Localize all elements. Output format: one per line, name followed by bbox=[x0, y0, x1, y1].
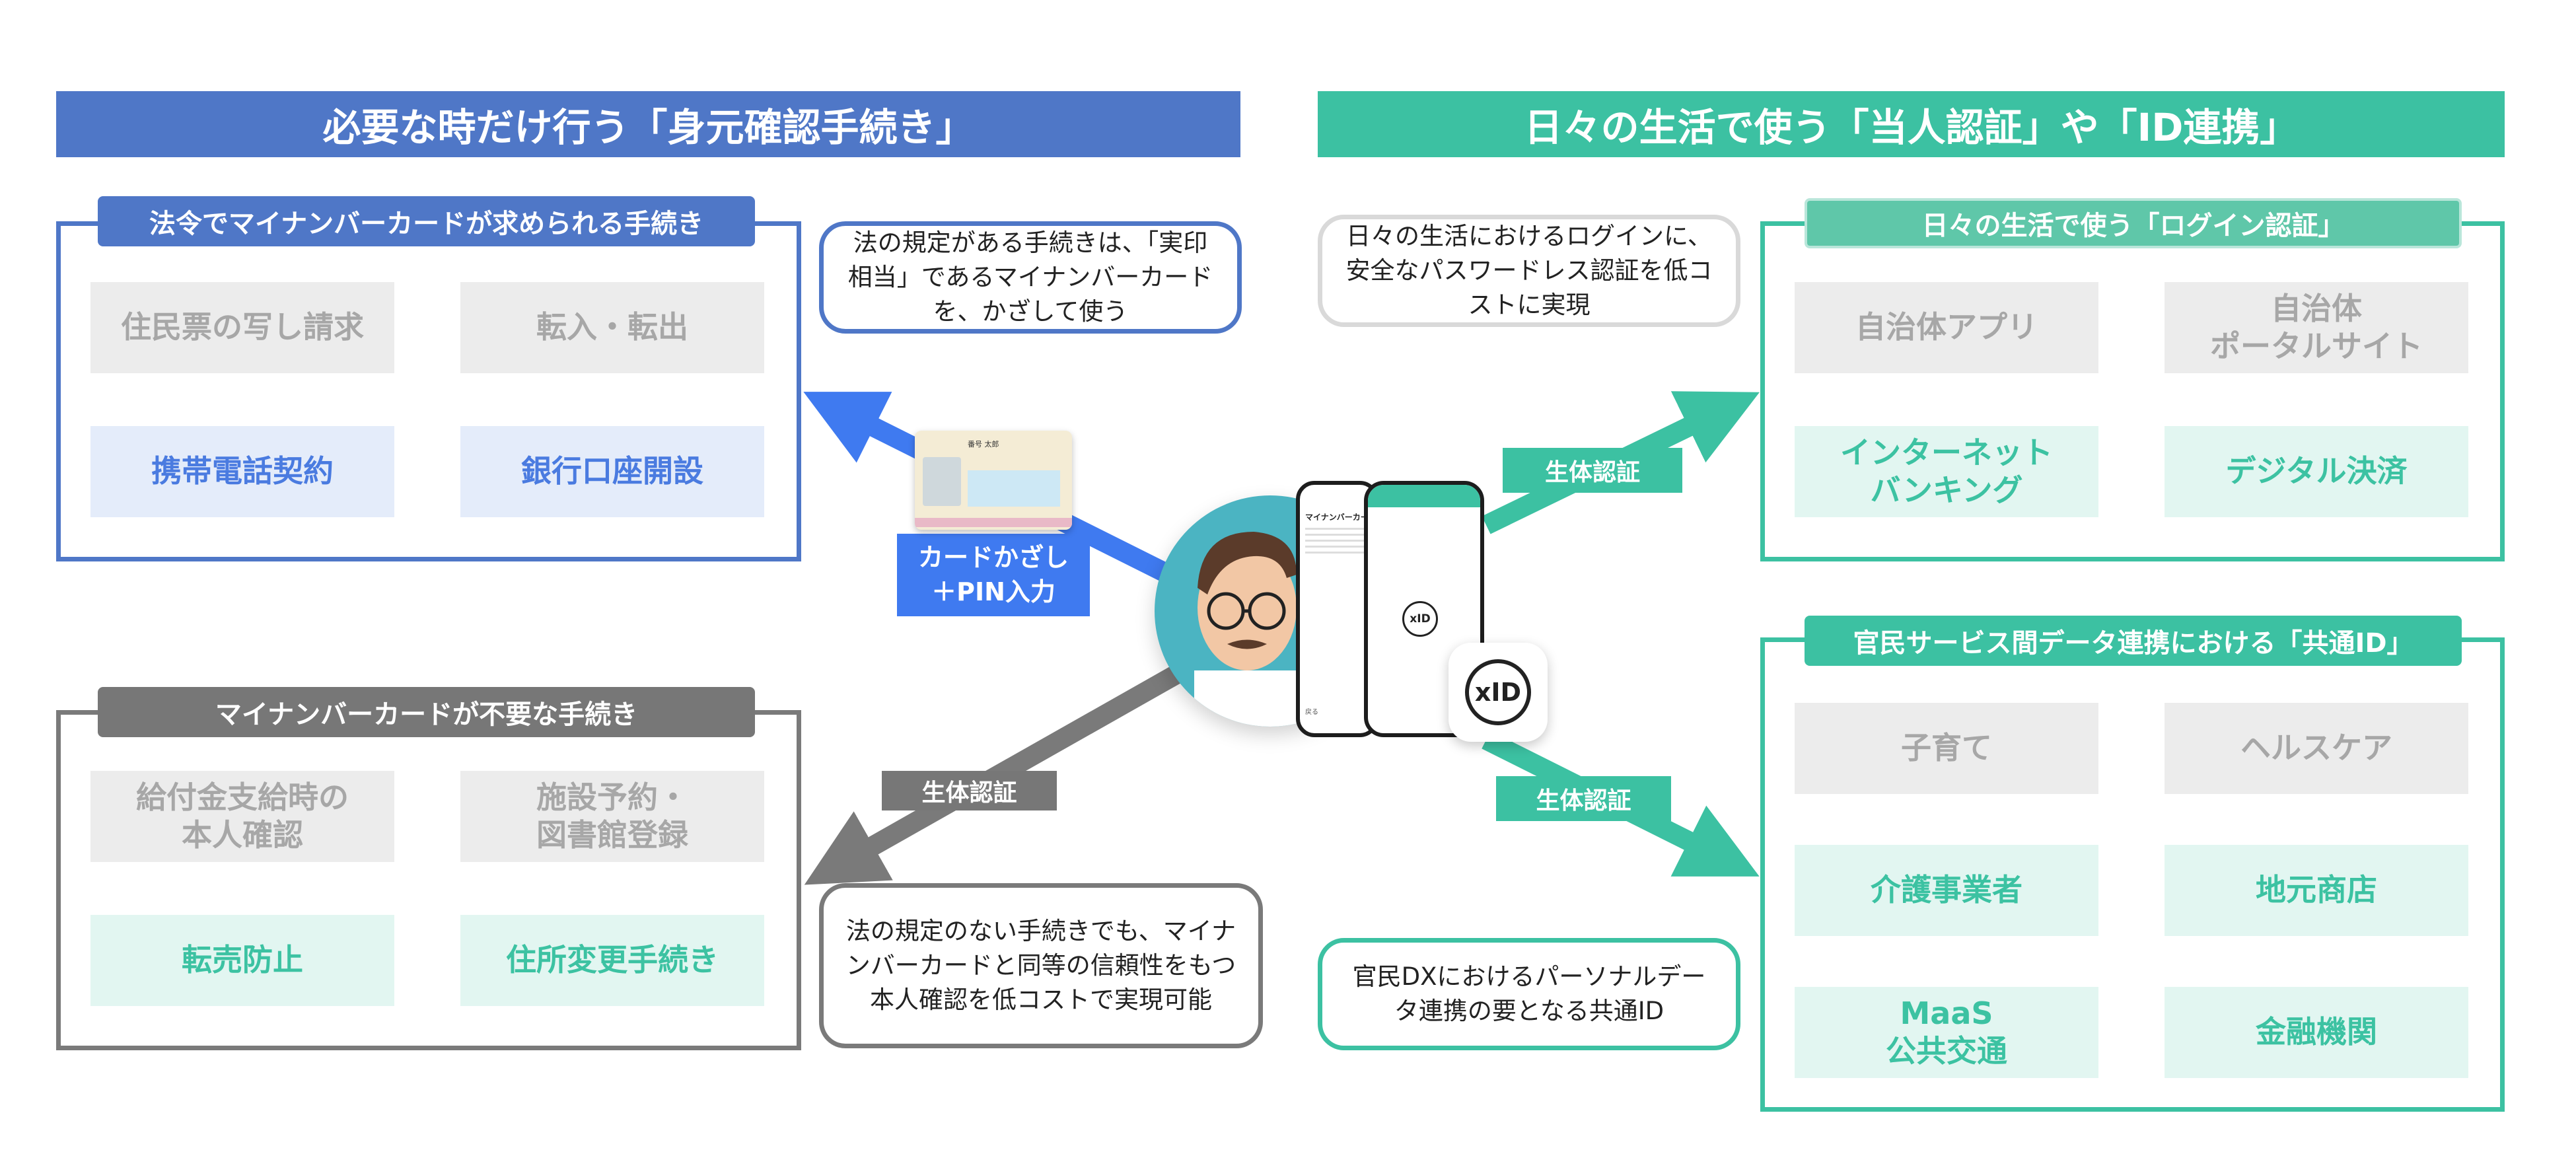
phone-back-title: マイナンバーカード bbox=[1305, 513, 1377, 522]
note-legal-card: 法の規定がある手続きは、「実印相当」であるマイナンバーカードを、かざして使う bbox=[819, 221, 1242, 334]
tile-resident-record: 住民票の写し請求 bbox=[90, 282, 394, 373]
tile-mobile-contract: 携帯電話契約 bbox=[90, 426, 394, 517]
tile-municipal-portal: 自治体 ポータルサイト bbox=[2165, 282, 2468, 373]
tile-bank-account: 銀行口座開設 bbox=[460, 426, 764, 517]
panel-required-tab: 法令でマイナンバーカードが求められる手続き bbox=[98, 196, 755, 246]
note-login: 日々の生活におけるログインに、安全なパスワードレス認証を低コストに実現 bbox=[1318, 215, 1740, 327]
note-common-id: 官民DXにおけるパーソナルデータ連携の要となる共通ID bbox=[1318, 938, 1740, 1050]
tile-maas-transit: MaaS 公共交通 bbox=[1795, 987, 2098, 1078]
id-card-name: 番号 太郎 bbox=[968, 440, 999, 449]
tile-local-shops: 地元商店 bbox=[2165, 845, 2468, 936]
phone-front: xID bbox=[1364, 481, 1484, 737]
tile-internet-banking: インターネット バンキング bbox=[1795, 426, 2098, 517]
tile-move-in-out: 転入・転出 bbox=[460, 282, 764, 373]
tile-resale-prevention: 転売防止 bbox=[90, 915, 394, 1006]
id-card-photo bbox=[923, 457, 961, 506]
note-no-legal: 法の規定のない手続きでも、マイナンバーカードと同等の信頼性をもつ本人確認を低コス… bbox=[819, 883, 1263, 1048]
tile-digital-payment: デジタル決済 bbox=[2165, 426, 2468, 517]
label-bio-right-top: 生体認証 bbox=[1503, 448, 1682, 493]
xid-app-badge: xID bbox=[1449, 643, 1548, 742]
label-bio-left: 生体認証 bbox=[882, 771, 1057, 810]
panel-login-tab: 日々の生活で使う「ログイン認証」 bbox=[1805, 198, 2462, 248]
phone-back-button: 戻る bbox=[1305, 709, 1318, 716]
id-card-illustration: 番号 太郎 bbox=[915, 431, 1072, 530]
bio-arrow-left bbox=[804, 658, 1194, 885]
phone-front-header bbox=[1368, 485, 1480, 507]
xid-logo-icon: xID bbox=[1465, 659, 1531, 725]
phone-xid-logo: xID bbox=[1402, 601, 1438, 637]
tile-healthcare: ヘルスケア bbox=[2165, 703, 2468, 794]
phone-back-text bbox=[1305, 528, 1368, 554]
panel-common-id: 子育て ヘルスケア 介護事業者 地元商店 MaaS 公共交通 金融機関 bbox=[1760, 637, 2505, 1112]
panel-login: 自治体アプリ 自治体 ポータルサイト インターネット バンキング デジタル決済 bbox=[1760, 221, 2505, 561]
tile-care-provider: 介護事業者 bbox=[1795, 845, 2098, 936]
right-banner: 日々の生活で使う「当人認証」や「ID連携」 bbox=[1318, 91, 2505, 157]
tile-childcare: 子育て bbox=[1795, 703, 2098, 794]
label-bio-right-bottom: 生体認証 bbox=[1496, 776, 1671, 821]
tile-financial-institutions: 金融機関 bbox=[2165, 987, 2468, 1078]
person-icon bbox=[1194, 532, 1300, 727]
left-banner: 必要な時だけ行う「身元確認手続き」 bbox=[56, 91, 1240, 157]
tile-facility-library: 施設予約・ 図書館登録 bbox=[460, 771, 764, 862]
panel-common-id-tab: 官民サービス間データ連携における「共通ID」 bbox=[1805, 616, 2462, 666]
tile-address-change: 住所変更手続き bbox=[460, 915, 764, 1006]
panel-not-required: 給付金支給時の 本人確認 施設予約・ 図書館登録 転売防止 住所変更手続き bbox=[56, 710, 801, 1050]
label-card-pin: カードかざし ＋PIN入力 bbox=[897, 534, 1090, 616]
tile-municipal-app: 自治体アプリ bbox=[1795, 282, 2098, 373]
panel-not-required-tab: マイナンバーカードが不要な手続き bbox=[98, 687, 755, 737]
id-card-stripe bbox=[915, 518, 1072, 527]
tile-benefit-identity: 給付金支給時の 本人確認 bbox=[90, 771, 394, 862]
id-card-field bbox=[968, 470, 1060, 507]
panel-required: 住民票の写し請求 転入・転出 携帯電話契約 銀行口座開設 bbox=[56, 221, 801, 561]
